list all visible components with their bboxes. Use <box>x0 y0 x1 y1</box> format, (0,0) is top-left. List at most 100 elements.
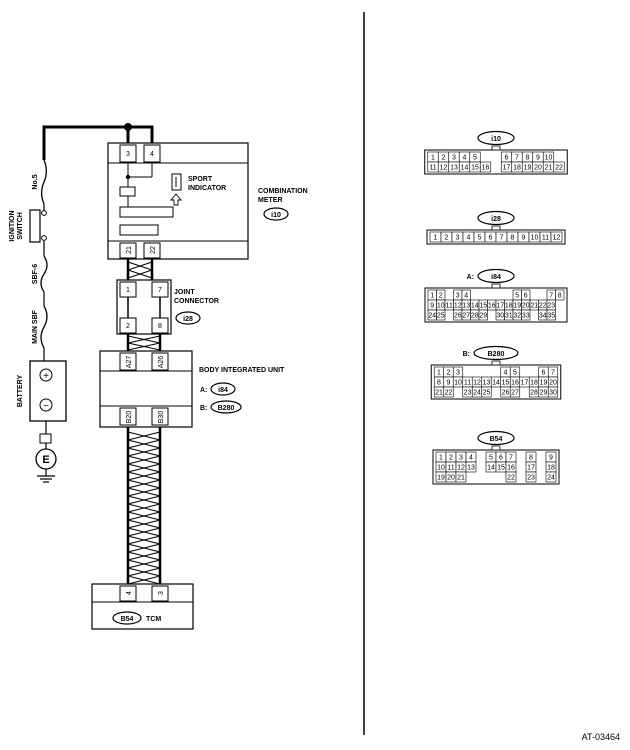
connector-view-pin: 26 <box>502 390 510 397</box>
internal-block <box>119 206 174 218</box>
joint-connector-label-1: JOINT <box>174 289 195 296</box>
connector-view-label-ellipse <box>477 210 515 226</box>
power-supply-circuit: No.5 IGNITION SWITCH SBF-6 MAIN SBF + − … <box>9 123 154 483</box>
main-sbf-fuse-symbol <box>40 305 48 349</box>
connector-view-pin: 28 <box>471 313 479 320</box>
connector-view-pin: 17 <box>521 380 529 387</box>
connector-view-pin: 8 <box>529 455 533 462</box>
connector-view-pin: 12 <box>454 303 462 310</box>
connector-view-label: i10 <box>491 136 501 143</box>
battery-plus-terminal <box>39 368 53 382</box>
connector-view-pin: 10 <box>437 465 445 472</box>
meter-to-joint-wires <box>126 259 154 280</box>
connector-view-label-ellipse <box>477 268 515 284</box>
connector-view-pin: 26 <box>454 313 462 320</box>
joint-pin-7: 7 <box>158 287 162 294</box>
connector-view-pin: 8 <box>526 155 530 162</box>
connector-view-pin: 27 <box>511 390 519 397</box>
connector-view-cell <box>521 309 531 321</box>
biu-pin-box <box>119 407 137 426</box>
connector-view-pin: 31 <box>505 313 513 320</box>
connector-view-pin: 21 <box>435 390 443 397</box>
connector-view-pin: 25 <box>437 313 445 320</box>
biu-ref-a-connector: i84 <box>218 387 228 394</box>
connector-view-pin: 22 <box>507 475 515 482</box>
meter-pin-box <box>119 144 137 163</box>
connector-view-cell <box>443 386 454 398</box>
joint-pin-1: 1 <box>126 287 130 294</box>
ignition-switch-icon <box>29 209 41 243</box>
connector-view-pin: 10 <box>545 155 553 162</box>
connector-view-pin: 6 <box>524 293 528 300</box>
connector-view-cell <box>436 309 446 321</box>
connector-view-prefix: B: <box>463 351 470 358</box>
connector-view-cell <box>478 309 488 321</box>
connector-view-pin: 24 <box>428 313 436 320</box>
joint-pin-box <box>119 317 137 334</box>
tcm-pin-box <box>119 585 137 602</box>
connector-view-pin: 13 <box>483 380 491 387</box>
joint-pin-8: 8 <box>158 323 162 330</box>
connector-view-pin: 1 <box>431 155 435 162</box>
ignition-switch-label-2: SWITCH <box>17 212 24 240</box>
joint-pin-box <box>151 317 169 334</box>
internal-block <box>119 186 136 197</box>
connector-view-pin: 10 <box>454 380 462 387</box>
connector-view-pin: 2 <box>439 293 443 300</box>
connector-view-pin: 20 <box>534 165 542 172</box>
fuse-no5-symbol <box>41 159 47 205</box>
connector-ref-ellipse <box>210 400 242 414</box>
biu-body <box>99 350 193 428</box>
biu-label: BODY INTEGRATED UNIT <box>199 367 285 374</box>
main-sbf-label: MAIN SBF <box>32 309 39 344</box>
biu-ref-a-prefix: A: <box>200 387 207 394</box>
connector-view-pin: 24 <box>547 475 555 482</box>
connector-view-pin: 23 <box>527 475 535 482</box>
biu-to-tcm-twisted-pair <box>126 427 162 585</box>
connector-view-pin: 10 <box>437 303 445 310</box>
connector-view-cell <box>455 471 467 483</box>
tcm-body <box>91 583 194 630</box>
connector-view-pin: 21 <box>530 303 538 310</box>
biu-pin-box <box>151 407 169 426</box>
connector-view-pin: 18 <box>530 380 538 387</box>
connector-view-label: B54 <box>490 436 503 443</box>
biu-pin-b30: B30 <box>158 411 165 424</box>
connector-view-label-ellipse <box>477 430 515 446</box>
ground-e-label: E <box>42 454 49 466</box>
connector-view-pin: 12 <box>457 465 465 472</box>
connector-view-cell <box>509 386 521 398</box>
connector-view-pin: 14 <box>461 165 469 172</box>
connector-view-pin: 3 <box>456 293 460 300</box>
battery-label: BATTERY <box>17 375 24 408</box>
connector-view-pin: 5 <box>513 370 517 377</box>
connector-view-pin: 28 <box>530 390 538 397</box>
meter-pin-box <box>143 242 161 259</box>
connector-view-pin: 18 <box>547 465 555 472</box>
connector-view-pin: 15 <box>479 303 487 310</box>
connector-view-pin: 4 <box>469 455 473 462</box>
connector-view-pin: 19 <box>437 475 445 482</box>
connector-view-pin: 18 <box>513 165 521 172</box>
connector-view-pin: 1 <box>437 370 441 377</box>
tcm-pin-4: 4 <box>126 591 133 595</box>
connector-view-pin: 14 <box>492 380 500 387</box>
connector-view-pin: 12 <box>473 380 481 387</box>
connector-view-pin: 16 <box>507 465 515 472</box>
connector-view-pin: 34 <box>539 313 547 320</box>
connector-view-label: i84 <box>491 274 501 281</box>
switch-contact <box>41 210 47 216</box>
connector-view-pin: 2 <box>449 455 453 462</box>
biu-pin-a26: A26 <box>158 356 165 369</box>
connector-view-lock-tab <box>491 360 501 366</box>
combination-meter-connector-ref: i10 <box>271 212 281 219</box>
connector-view-lock-tab <box>491 225 501 231</box>
connector-view-pin: 30 <box>549 390 557 397</box>
connector-view-cell <box>479 161 492 173</box>
biu-ref-b-connector: B280 <box>218 405 235 412</box>
connector-view-pin: 9 <box>549 455 553 462</box>
connector-view-pin: 11 <box>464 380 471 387</box>
connector-view-pin: 32 <box>513 313 521 320</box>
connector-view-pin: 11 <box>429 165 436 172</box>
